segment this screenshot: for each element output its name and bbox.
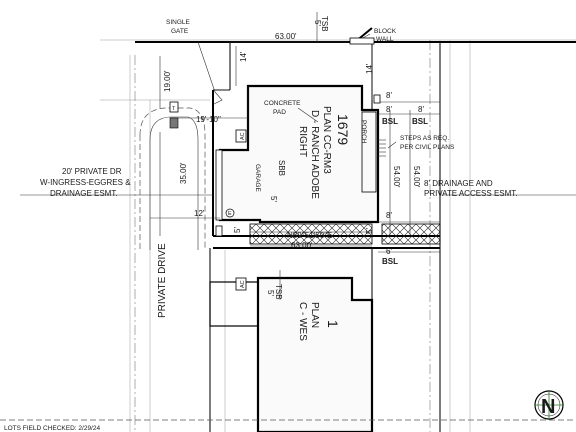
- building-footprint: [218, 84, 380, 224]
- steps-label-2: PER CIVIL PLANS: [400, 144, 455, 151]
- north-arrow: N: [534, 390, 564, 420]
- depth-54-a: 54.00': [392, 166, 401, 188]
- top-width: 63.00': [275, 32, 297, 41]
- private-drive-label: PRIVATE DRIVE: [157, 243, 168, 318]
- next-plan-line-1: PLAN: [309, 302, 320, 328]
- tag-e-circle: [225, 208, 235, 218]
- single-gate-label-1: SINGLE: [166, 19, 191, 26]
- eight-4-dim: 8': [386, 211, 392, 220]
- garage-door: [215, 149, 223, 221]
- garage-label: GARAGE: [254, 164, 261, 192]
- single-gate: [197, 41, 230, 105]
- easement-hatch-left: [249, 223, 373, 245]
- tag-ac: AC: [240, 132, 246, 140]
- single-gate-label-2: GATE: [171, 28, 189, 35]
- next-plan-line-2: C - WES: [297, 302, 308, 341]
- bearing-label: N89°51'50"E: [287, 231, 332, 240]
- block-wall-label-2: WALL: [376, 36, 394, 43]
- plan-line-2: D - RANCH ADOBE: [309, 110, 320, 199]
- concrete-pad-leader: [297, 107, 319, 123]
- tag-e: E: [228, 211, 232, 217]
- eight-2-dim: 8': [386, 105, 392, 114]
- garage-5-dim: 5': [269, 196, 278, 202]
- tag-t: T: [172, 106, 176, 112]
- right-front-dim: 14': [365, 63, 374, 74]
- steps-leader: [387, 141, 397, 149]
- block-wall-label-1: BLOCK: [374, 28, 397, 35]
- concrete-pad-label-2: PAD: [273, 109, 286, 116]
- next-lot-number: 1: [325, 320, 341, 328]
- concrete-pad-label-1: CONCRETE: [264, 100, 301, 107]
- bsl-bottom: BSL: [382, 257, 398, 266]
- tag-ac-box: [235, 129, 247, 143]
- plan-line-3: RIGHT: [297, 126, 308, 157]
- porch-outline: [361, 111, 377, 193]
- meter-box: [169, 117, 179, 129]
- drainage-label-2: PRIVATE ACCESS ESMT.: [424, 189, 518, 198]
- gate-offset-dim: 19'-10": [196, 115, 221, 124]
- block-wall: [349, 37, 375, 45]
- lot-number: 1679: [335, 114, 351, 145]
- tag-ac-box-2: [235, 277, 247, 291]
- steps: [378, 139, 386, 157]
- six-dim: 6': [386, 247, 392, 256]
- tag-ac-2: AC: [240, 280, 246, 288]
- side-12-dim: 12': [194, 209, 205, 218]
- sbb-label: SBB: [277, 160, 286, 176]
- left-5-dim: 5': [233, 227, 242, 233]
- depth-35-dim: 35.00': [179, 162, 188, 184]
- bottom-width: 63.00': [291, 241, 313, 250]
- left-front-dim: 14': [239, 51, 248, 62]
- eight-1-dim: 8': [386, 91, 392, 100]
- tsb-lower-5: 5': [266, 290, 275, 296]
- dimension-lines: [20, 12, 576, 300]
- eight-3-dim: 8': [418, 105, 424, 114]
- private-dr-label-3: DRAINAGE ESMT.: [50, 189, 118, 198]
- field-checked-label: LOTS FIELD CHECKED: 2/29/24: [4, 425, 100, 432]
- left-19-dim: 19.00': [163, 70, 172, 92]
- north-arrow-letter: N: [541, 396, 555, 418]
- next-lot-building: [256, 276, 374, 432]
- next-lot-garage: [209, 281, 259, 327]
- private-dr-label-1: 20' PRIVATE DR: [62, 167, 122, 176]
- bsl-top-right: BSL: [412, 117, 428, 126]
- tag-t-box: [169, 101, 179, 113]
- front-setback: 5': [313, 20, 322, 26]
- depth-54-b: 54.00': [412, 166, 421, 188]
- easement-hatch-right: [381, 223, 441, 245]
- tsb-top: TSB: [320, 16, 329, 32]
- bsl-top-left: BSL: [382, 117, 398, 126]
- right-5-dim: 5': [365, 228, 374, 234]
- porch-post: [373, 94, 381, 104]
- utility-box: [215, 225, 223, 237]
- drainage-label-1: 8' DRAINAGE AND: [424, 179, 493, 188]
- private-dr-label-2: W-INGRESS-EGGRES &: [40, 178, 131, 187]
- tsb-bottom: TSB: [274, 284, 283, 300]
- porch-label: PORCH: [360, 120, 367, 144]
- plan-line-1: PLAN CC-RM3: [321, 106, 332, 174]
- steps-label-1: STEPS AS REQ.: [400, 135, 449, 142]
